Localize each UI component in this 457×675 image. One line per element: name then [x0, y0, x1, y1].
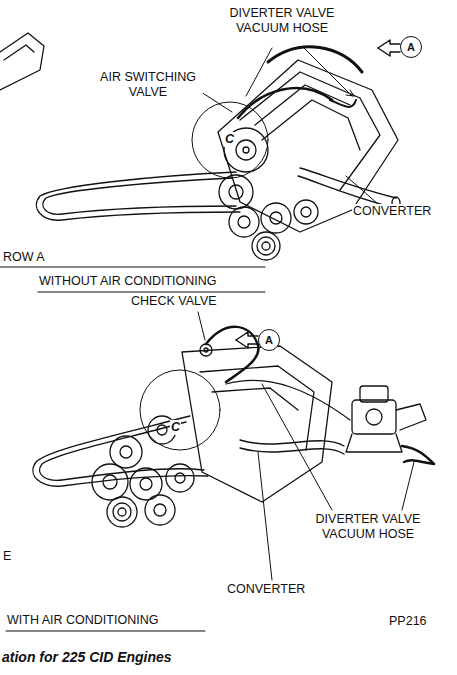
view-letter: A	[407, 41, 415, 53]
part-label: CHECK VALVE	[130, 294, 218, 309]
part-label: AIR SWITCHING VALVE	[93, 70, 203, 100]
view-letter: A	[265, 334, 273, 346]
view-letter: C	[170, 420, 181, 435]
view-letter: E	[2, 549, 12, 564]
part-label: DIVERTER VALVE VACUUM HOSE	[221, 6, 343, 36]
part-label: PP216	[388, 614, 428, 629]
view-arrow-circle: A	[258, 329, 280, 351]
part-label: WITH AIR CONDITIONING	[6, 613, 159, 628]
part-label: ROW A	[2, 250, 46, 265]
view-letter: C	[224, 132, 235, 147]
part-label: DIVERTER VALVE VACUUM HOSE	[302, 512, 434, 542]
part-label: WITHOUT AIR CONDITIONING	[38, 274, 218, 289]
view-arrow-circle: A	[400, 36, 422, 58]
part-label: CONVERTER	[352, 204, 432, 219]
part-label: CONVERTER	[226, 582, 306, 597]
figure-caption: ation for 225 CID Engines	[2, 649, 172, 665]
